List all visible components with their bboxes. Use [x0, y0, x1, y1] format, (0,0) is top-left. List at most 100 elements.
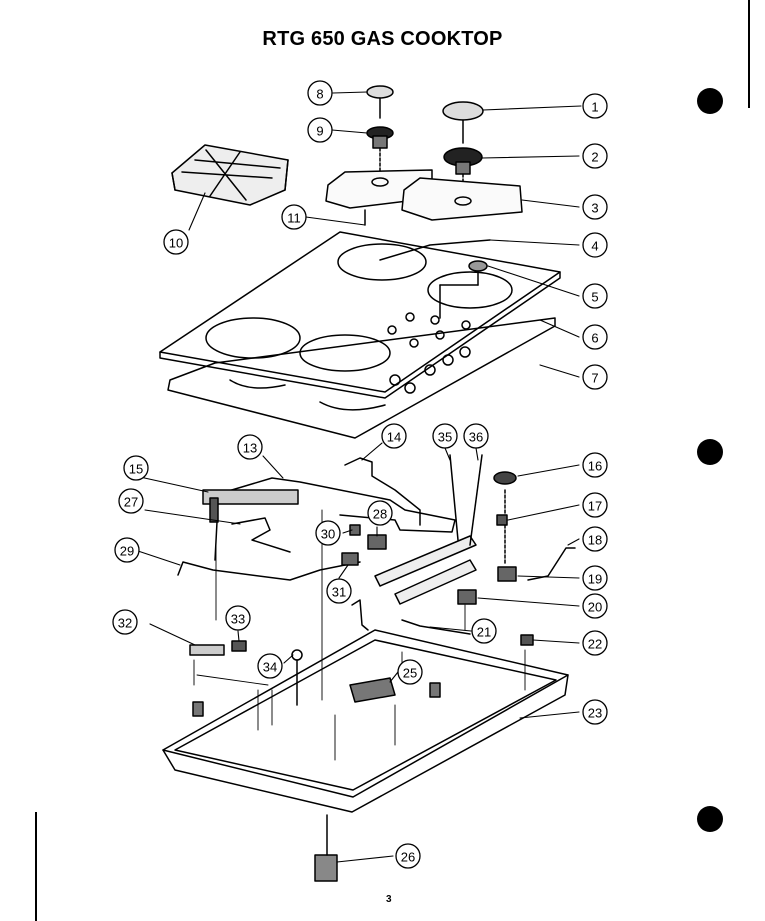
bottom-pan	[162, 629, 569, 813]
callout-circle	[257, 653, 283, 679]
callout-label: 20	[588, 600, 602, 615]
clip-23b	[429, 682, 441, 698]
burner-cap-small	[366, 85, 394, 119]
callout-label: 26	[401, 850, 415, 865]
burner-bowl-right	[401, 177, 523, 221]
callout-circle	[582, 194, 608, 220]
burner-head-large	[443, 147, 483, 201]
callout-label: 7	[591, 371, 598, 386]
callout-label: 22	[588, 637, 602, 652]
callout-label: 27	[124, 495, 138, 510]
callout-19: 19	[582, 565, 608, 591]
callout-21: 21	[471, 618, 497, 644]
valve-28	[367, 534, 387, 550]
pan-bracket-21	[520, 634, 534, 646]
binder-hole-bottom	[697, 806, 723, 832]
callout-label: 1	[591, 100, 598, 115]
binder-hole-middle	[697, 439, 723, 465]
callout-circle	[582, 143, 608, 169]
binder-hole-top	[697, 88, 723, 114]
callout-circle	[114, 537, 140, 563]
callout-22: 22	[582, 630, 608, 656]
callout-circle	[307, 80, 333, 106]
callout-32: 32	[112, 609, 138, 635]
callout-circle	[307, 117, 333, 143]
callout-label: 18	[588, 533, 602, 548]
callout-circle	[225, 605, 251, 631]
callout-label: 15	[129, 462, 143, 477]
callout-circle	[582, 699, 608, 725]
gas-tube-13	[344, 457, 421, 526]
callout-circle	[582, 492, 608, 518]
callout-34: 34	[257, 653, 283, 679]
callout-23: 23	[582, 699, 608, 725]
callout-1: 1	[582, 93, 608, 119]
callout-label: 13	[243, 441, 257, 456]
callout-circle	[123, 455, 149, 481]
callout-9: 9	[307, 117, 333, 143]
valve-19	[457, 589, 477, 605]
gas-manifold-35-36	[374, 454, 483, 605]
callout-label: 28	[373, 507, 387, 522]
callout-circle	[582, 526, 608, 552]
callout-8: 8	[307, 80, 333, 106]
spring-34	[291, 649, 303, 706]
callout-circle	[367, 500, 393, 526]
callout-label: 35	[438, 430, 452, 445]
callout-circle	[463, 423, 489, 449]
callout-circle	[582, 324, 608, 350]
callout-17: 17	[582, 492, 608, 518]
burner-head-small	[366, 126, 394, 179]
callout-circle	[582, 232, 608, 258]
callout-label: 16	[588, 459, 602, 474]
burner-grate	[171, 144, 289, 206]
gas-tube-31	[177, 561, 361, 581]
callout-4: 4	[582, 232, 608, 258]
gas-tube-14	[224, 477, 456, 533]
clip-pan-left	[192, 701, 204, 717]
page-title: RTG 650 GAS COOKTOP	[262, 28, 503, 50]
orifice-15	[493, 471, 517, 566]
callout-circle	[582, 630, 608, 656]
callout-label: 21	[477, 625, 491, 640]
label-plate-32	[189, 644, 225, 656]
callout-25: 25	[397, 659, 423, 685]
left-margin-line	[35, 812, 37, 921]
callout-label: 32	[118, 616, 132, 631]
callout-30: 30	[315, 520, 341, 546]
callout-29: 29	[114, 537, 140, 563]
callout-circle	[326, 578, 352, 604]
callout-35: 35	[432, 423, 458, 449]
callout-circle	[281, 204, 307, 230]
callout-label: 4	[591, 239, 598, 254]
valve-29	[349, 524, 361, 536]
callout-circle	[582, 565, 608, 591]
callout-6: 6	[582, 324, 608, 350]
valve-30	[341, 552, 359, 566]
callout-label: 3	[591, 201, 598, 216]
callout-10: 10	[163, 229, 189, 255]
callout-circle	[395, 843, 421, 869]
callout-label: 19	[588, 572, 602, 587]
part-33	[231, 640, 247, 652]
callout-label: 17	[588, 499, 602, 514]
burner-cap-large	[442, 101, 484, 144]
clip-16	[496, 514, 508, 526]
callout-14: 14	[381, 423, 407, 449]
callout-circle	[582, 364, 608, 390]
right-margin-line	[748, 0, 750, 108]
manifold-bracket-26	[202, 489, 299, 561]
callout-circle	[163, 229, 189, 255]
callout-15: 15	[123, 455, 149, 481]
callout-circle	[315, 520, 341, 546]
callout-label: 2	[591, 150, 598, 165]
spark-ignitor	[439, 260, 488, 319]
callout-circle	[381, 423, 407, 449]
callout-circle	[397, 659, 423, 685]
callout-circle	[112, 609, 138, 635]
gas-tube-27	[231, 517, 291, 553]
callout-label: 5	[591, 290, 598, 305]
callout-label: 33	[231, 612, 245, 627]
